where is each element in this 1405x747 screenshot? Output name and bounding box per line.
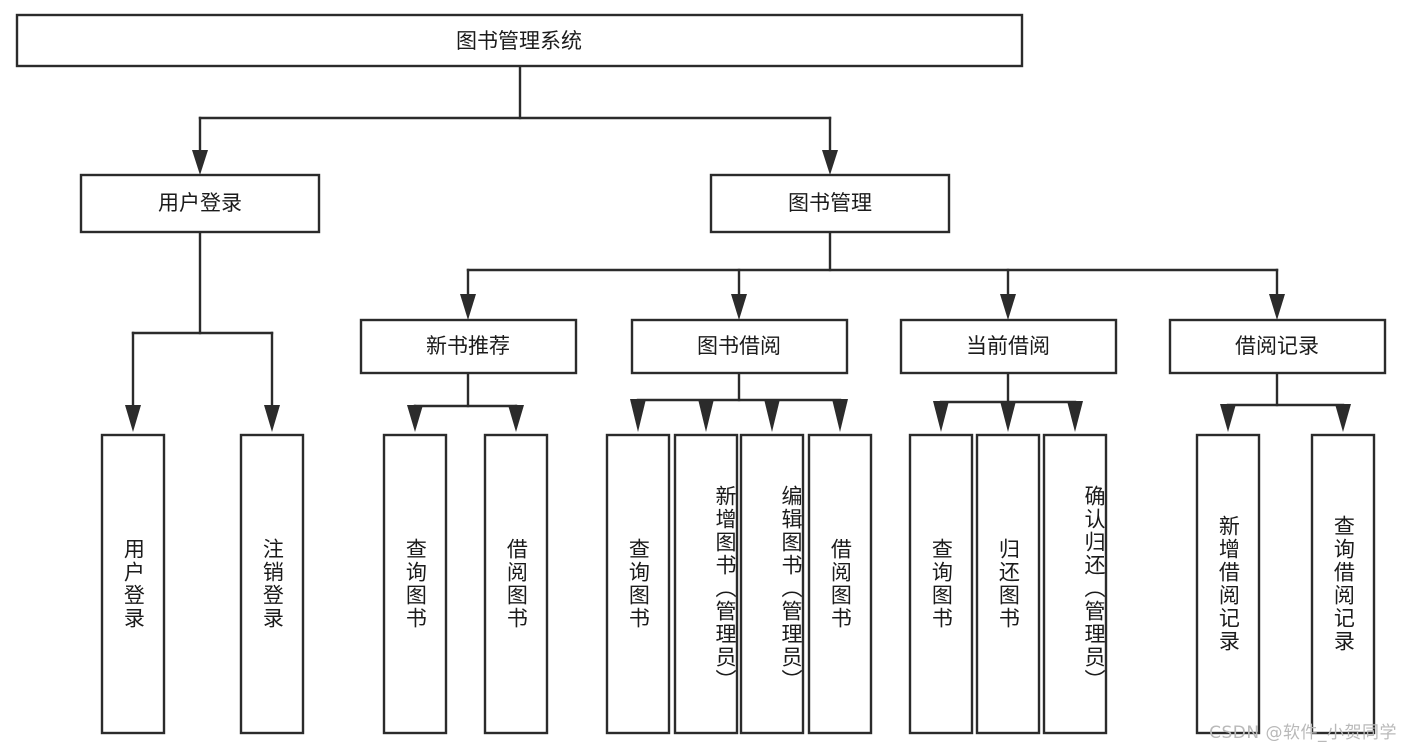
leaf-box-borrow-records-1[interactable] [1195, 433, 1261, 735]
arrowhead-bb-child-3 [764, 399, 780, 432]
arrowhead-cb-child-1 [933, 401, 949, 432]
node-borrow-records-box[interactable] [1168, 318, 1387, 375]
node-book-borrow[interactable]: 图书借阅 [630, 318, 849, 375]
leaf-box-new-book-2[interactable] [483, 433, 549, 735]
leaf-box-book-borrow-3[interactable] [739, 433, 805, 735]
arrowhead-br-child-2 [1335, 404, 1351, 432]
arrowhead-bb-child-4 [832, 399, 848, 432]
connector-group-book-borrow [630, 371, 848, 432]
arrowhead-bm-child-4 [1269, 294, 1285, 320]
leaf-box-user-login-2[interactable] [239, 433, 305, 735]
leaf-box-current-borrow-1[interactable] [908, 433, 974, 735]
arrowhead-bb-child-1 [630, 399, 646, 432]
node-user-login-label: 用户登录 [158, 191, 242, 215]
node-book-management-label: 图书管理 [788, 191, 872, 215]
arrowhead-ul-child-2 [264, 405, 280, 432]
connector-group-current-borrow [933, 371, 1083, 432]
leaf-box-new-book-1[interactable] [382, 433, 448, 735]
leaf-box-borrow-records-2[interactable] [1310, 433, 1376, 735]
node-current-borrow-label: 当前借阅 [966, 334, 1050, 358]
node-user-login-box[interactable] [79, 173, 321, 234]
node-book-management[interactable]: 图书管理 [709, 173, 951, 234]
node-borrow-records-label: 借阅记录 [1235, 334, 1319, 358]
leaf-box-book-borrow-4[interactable] [807, 433, 873, 735]
node-new-book-recommend[interactable]: 新书推荐 [359, 318, 578, 375]
node-book-borrow-box[interactable] [630, 318, 849, 375]
leaf-box-current-borrow-3[interactable] [1042, 433, 1108, 735]
arrowhead-book-mgmt [822, 150, 838, 175]
node-root-label: 图书管理系统 [456, 29, 582, 53]
arrowhead-br-child-1 [1220, 404, 1236, 432]
node-new-book-recommend-box[interactable] [359, 318, 578, 375]
node-book-management-box[interactable] [709, 173, 951, 234]
connector-group-borrow-records [1220, 371, 1351, 432]
node-root-box[interactable] [15, 13, 1024, 68]
leaf-box-user-login-1[interactable] [100, 433, 166, 735]
node-user-login[interactable]: 用户登录 [79, 173, 321, 234]
arrowhead-cb-child-2 [1000, 401, 1016, 432]
arrowhead-nb-child-2 [508, 405, 524, 432]
connector-group-new-book [407, 371, 524, 432]
arrowhead-nb-child-1 [407, 405, 423, 432]
arrowhead-bm-child-1 [460, 294, 476, 320]
node-root[interactable]: 图书管理系统 [15, 13, 1024, 68]
arrowhead-bm-child-3 [1000, 294, 1016, 320]
leaf-box-book-borrow-1[interactable] [605, 433, 671, 735]
node-new-book-recommend-label: 新书推荐 [426, 334, 510, 358]
arrowhead-user-login [192, 150, 208, 175]
connector-group-user-login [125, 230, 280, 432]
node-current-borrow[interactable]: 当前借阅 [899, 318, 1118, 375]
connector-group-book-mgmt [460, 230, 1285, 320]
leaf-box-book-borrow-2[interactable] [673, 433, 739, 735]
csdn-watermark: CSDN @软件_小贺同学 [1209, 723, 1397, 743]
connector-group-root [192, 64, 838, 175]
arrowhead-cb-child-3 [1067, 401, 1083, 432]
leaf-box-current-borrow-2[interactable] [975, 433, 1041, 735]
node-borrow-records[interactable]: 借阅记录 [1168, 318, 1387, 375]
arrowhead-bm-child-2 [731, 294, 747, 320]
arrowhead-ul-child-1 [125, 405, 141, 432]
arrowhead-bb-child-2 [698, 399, 714, 432]
node-book-borrow-label: 图书借阅 [697, 334, 781, 358]
node-current-borrow-box[interactable] [899, 318, 1118, 375]
